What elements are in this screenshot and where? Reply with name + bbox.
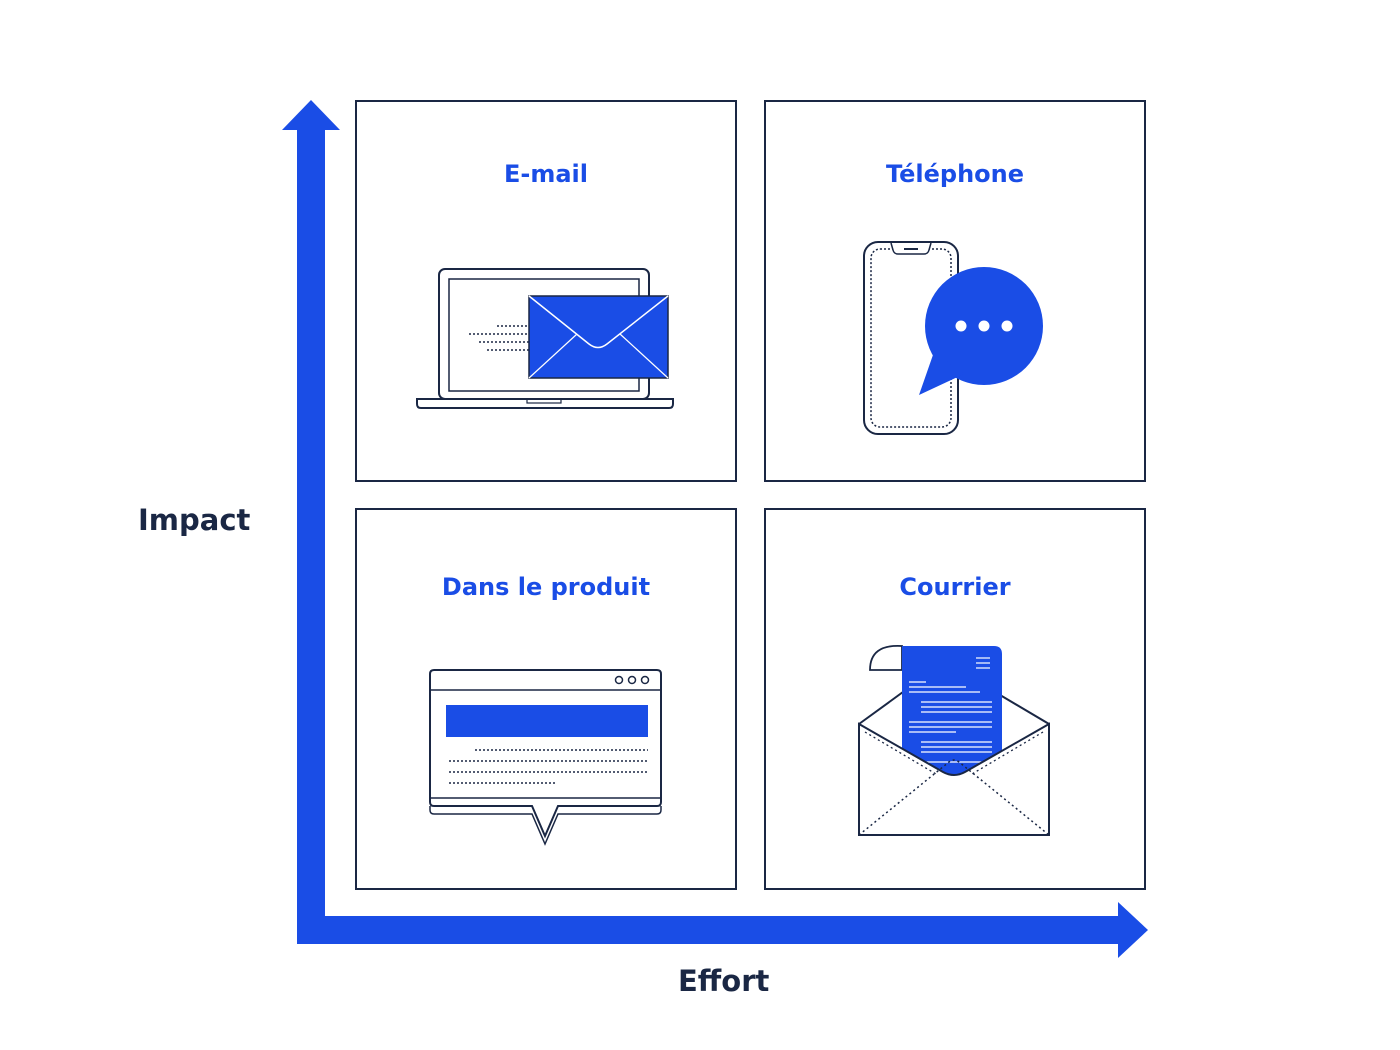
quadrant-telephone: Téléphone: [764, 100, 1146, 482]
quadrant-title-mail: Courrier: [899, 573, 1011, 601]
phone-chat-bubble-icon: [863, 241, 1043, 435]
y-axis-label: Impact: [138, 503, 251, 537]
in-app-message-window-icon: [429, 669, 662, 846]
quadrant-title-in-product: Dans le produit: [441, 573, 651, 601]
quadrant-title-email: E-mail: [503, 160, 588, 188]
quadrant-title-telephone: Téléphone: [885, 160, 1025, 188]
y-axis-arrow: [282, 100, 340, 944]
x-axis-arrow: [297, 902, 1148, 958]
quadrant-email: E-mail: [355, 100, 737, 482]
letter-envelope-icon: [858, 645, 1050, 836]
quadrant-mail: Courrier: [764, 508, 1146, 890]
laptop-envelope-icon: [416, 268, 674, 409]
x-axis-label: Effort: [678, 964, 770, 998]
quadrant-in-product: Dans le produit: [355, 508, 737, 890]
